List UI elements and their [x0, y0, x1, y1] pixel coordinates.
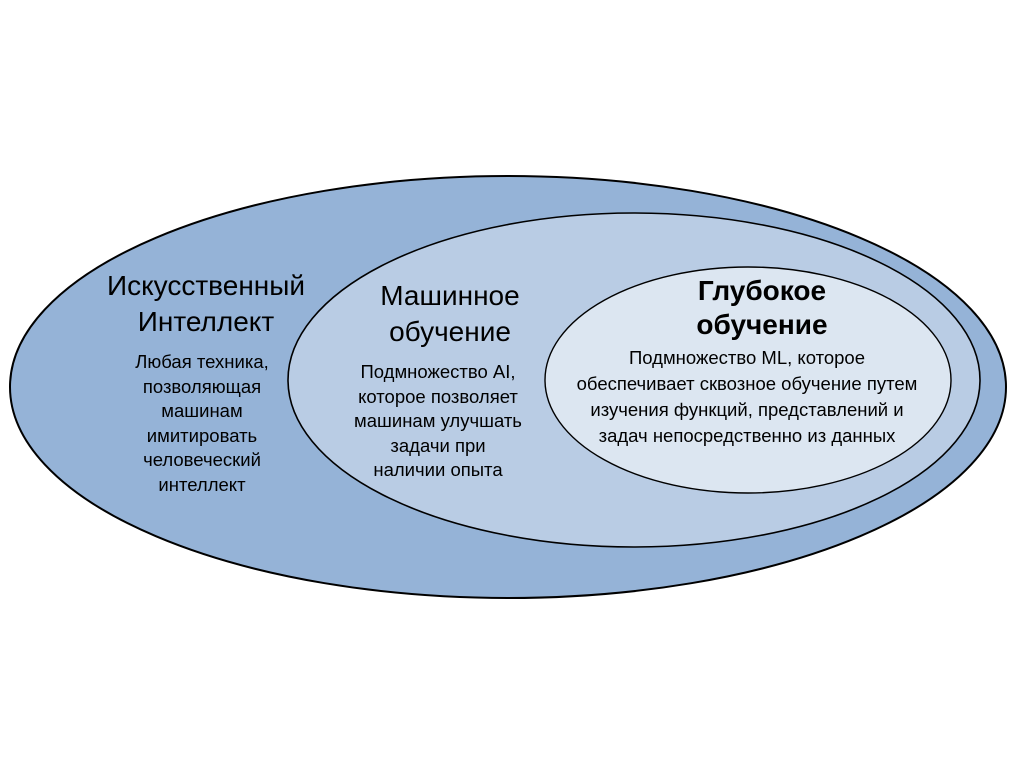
dl-description: Подмножество ML, которое обеспечивает ск…: [576, 347, 918, 446]
ai-description: Любая техника, позволяющая машинам имити…: [135, 351, 269, 495]
ai-title: Искусственный Интеллект: [106, 270, 306, 337]
ml-description: Подмножество AI, которое позволяет машин…: [354, 361, 522, 481]
dl-title: Глубокое обучение: [696, 275, 828, 340]
dl-ellipse: [544, 266, 952, 494]
ml-title: Машинное обучение: [380, 280, 520, 347]
